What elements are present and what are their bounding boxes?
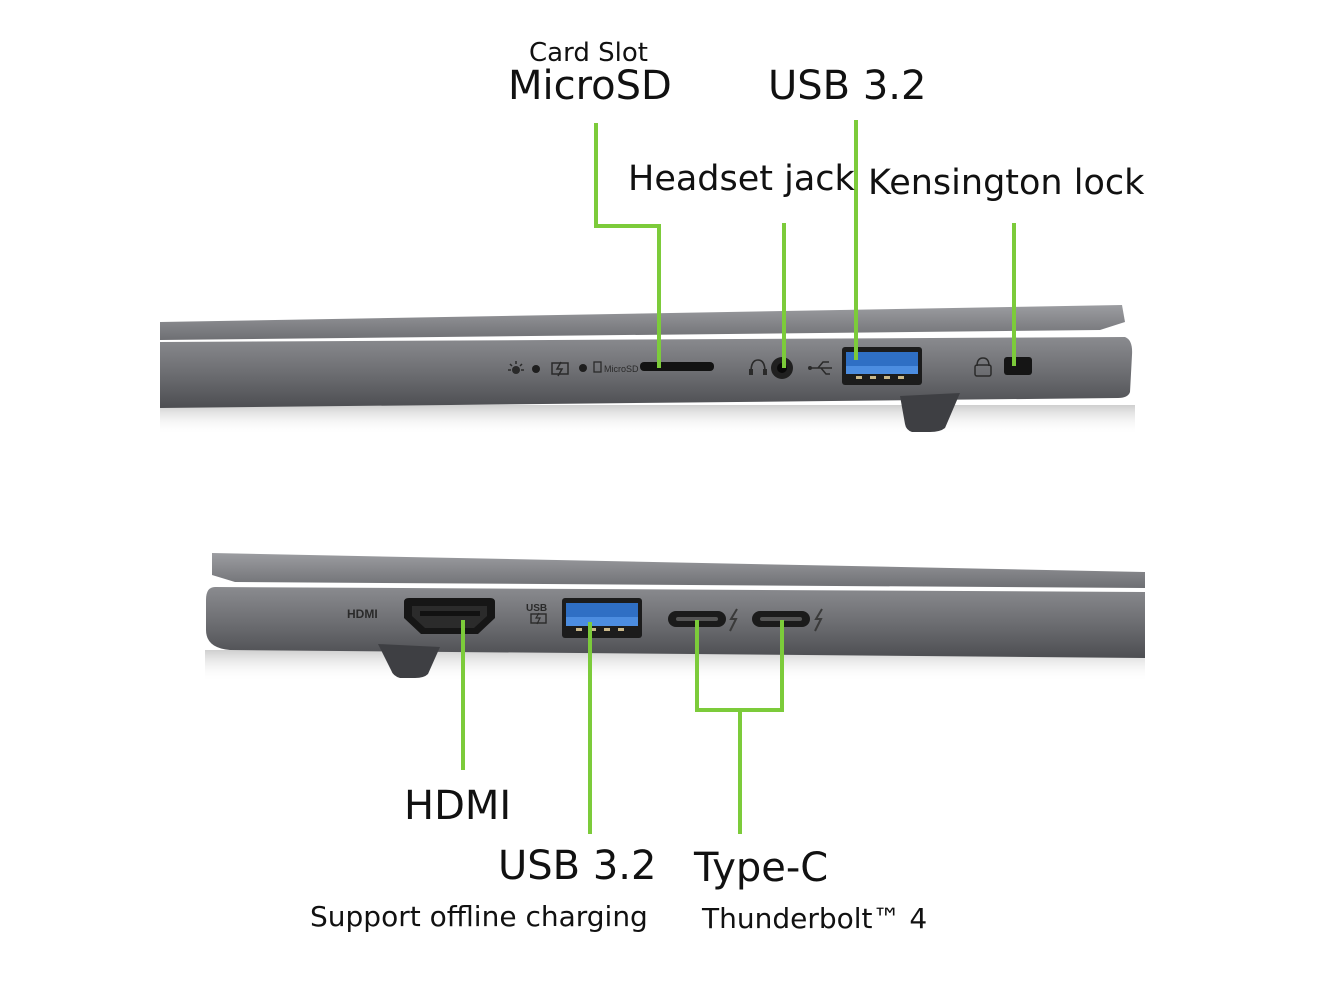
hdmi-port (404, 598, 495, 634)
bottom-foot (378, 644, 440, 678)
top-lid (160, 305, 1125, 340)
usb-c-port-1 (668, 611, 726, 627)
svg-text:USB: USB (526, 603, 547, 614)
top-foot (900, 393, 960, 432)
usb-note-label: Support offline charging (310, 900, 648, 933)
battery-led (579, 364, 587, 372)
microsd-port-print: MicroSD (604, 364, 639, 374)
power-led (532, 365, 540, 373)
typec-label: Type-C (694, 845, 829, 891)
microsd-icon (593, 361, 602, 373)
lock-icon (974, 357, 992, 377)
thunderbolt-icon (814, 608, 823, 632)
usb-bottom-label: USB 3.2 (498, 843, 657, 889)
callout-typec (695, 620, 784, 834)
callout-lines (461, 120, 1016, 834)
card-slot-label: Card Slot (529, 38, 648, 68)
laptop-bottom-view: HDMI USB (205, 553, 1145, 682)
hdmi-label: HDMI (404, 783, 512, 829)
microsd-label: MicroSD (508, 63, 672, 109)
headset-label: Headset jack (628, 159, 855, 199)
usb-c-port-2 (752, 611, 810, 627)
kensington-slot (1004, 357, 1032, 375)
usb-a-port-bottom (562, 598, 642, 638)
top-shadow (160, 405, 1135, 435)
microsd-slot (640, 362, 714, 371)
top-base (160, 337, 1133, 408)
typec-note-label: Thunderbolt™ 4 (702, 902, 928, 935)
hdmi-port-print: HDMI (347, 607, 378, 621)
laptop-top-view: MicroSD (160, 305, 1135, 435)
usb-icon (808, 361, 832, 375)
battery-charge-icon (551, 361, 569, 377)
usb-top-label: USB 3.2 (768, 63, 927, 109)
callout-microsd (594, 123, 661, 368)
usb-a-port-top (842, 347, 922, 385)
headset-icon (749, 359, 767, 375)
kensington-label: Kensington lock (868, 163, 1145, 203)
usb-charge-icon: USB (526, 603, 547, 625)
thunderbolt-icon (729, 608, 738, 632)
bottom-lid (212, 553, 1145, 588)
power-light-icon (508, 361, 524, 374)
